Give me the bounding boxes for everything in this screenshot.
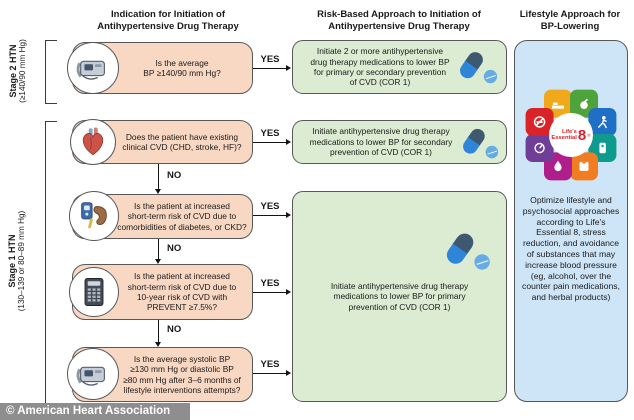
pill-icon bbox=[443, 230, 494, 274]
yes-arrow bbox=[253, 369, 291, 376]
physical-activity-icon bbox=[588, 107, 617, 136]
glucose-meter-kidney-icon bbox=[69, 191, 119, 241]
lifes-essential-8-wheel-icon: Life's Essential 8 ® bbox=[523, 87, 619, 183]
wheel-center: Life's Essential 8 ® bbox=[549, 113, 593, 157]
pill-icon bbox=[457, 49, 501, 87]
yes-label: YES bbox=[260, 128, 280, 139]
outcome-text: Initiate antihypertensive drug therapy m… bbox=[309, 126, 453, 158]
bp-monitor-icon bbox=[67, 348, 119, 400]
column-header-indication: Indication for Initiation of Antihyperte… bbox=[97, 9, 239, 32]
wheel-center-label: Life's Essential bbox=[551, 128, 577, 141]
lifestyle-text: Optimize lifestyle and psychosocial appr… bbox=[522, 195, 620, 303]
no-arrow bbox=[154, 164, 161, 194]
no-label: NO bbox=[167, 243, 182, 254]
no-arrow bbox=[154, 320, 161, 347]
question-text: Is the patient at increased short-term r… bbox=[117, 200, 247, 232]
question-text: Is the average systolic BP ≥130 mm Hg or… bbox=[123, 353, 241, 395]
column-header-lifestyle: Lifestyle Approach for BP-Lowering bbox=[519, 9, 621, 32]
calculator-icon bbox=[69, 267, 119, 317]
no-smoking-icon bbox=[525, 107, 554, 136]
yes-label: YES bbox=[260, 359, 280, 370]
no-arrow bbox=[154, 239, 161, 264]
yes-arrow bbox=[253, 64, 291, 71]
blood-pressure-gauge-icon bbox=[525, 134, 554, 163]
pill-icon bbox=[460, 126, 502, 162]
question-text: Is the average BP ≥140/90 mm Hg? bbox=[143, 57, 221, 78]
copyright-bar: © American Heart Association bbox=[0, 403, 190, 420]
heart-icon bbox=[70, 119, 116, 165]
question-text: Does the patient have existing clinical … bbox=[122, 131, 242, 152]
no-label: NO bbox=[167, 170, 182, 181]
no-label: NO bbox=[167, 324, 182, 335]
yes-arrow bbox=[253, 138, 291, 145]
stage1-bracket bbox=[45, 121, 57, 404]
wheel-center-number: 8 bbox=[577, 126, 587, 144]
stage1-label: Stage 1 HTN (130–139 or 80–89 mm Hg) bbox=[7, 111, 33, 411]
outcome-text: Initiate antihypertensive drug therapy m… bbox=[330, 280, 469, 312]
outcome-box-stage2: Initiate 2 or more antihypertensive drug… bbox=[292, 40, 507, 94]
lifestyle-box: Life's Essential 8 ® Optimize lifestyle … bbox=[514, 40, 628, 402]
outcome-box-secondary-prevention: Initiate antihypertensive drug therapy m… bbox=[292, 120, 507, 164]
question-text: Is the patient at increased short-term r… bbox=[127, 271, 237, 313]
stage2-bracket bbox=[45, 40, 57, 104]
yes-label: YES bbox=[260, 54, 280, 65]
question-box-existing-cvd: Does the patient have existing clinical … bbox=[72, 120, 253, 164]
column-header-risk-based: Risk-Based Approach to Initiation of Ant… bbox=[317, 9, 481, 32]
yes-label: YES bbox=[260, 201, 280, 212]
yes-arrow bbox=[253, 288, 291, 295]
outcome-box-primary-prevention: Initiate antihypertensive drug therapy m… bbox=[292, 191, 507, 402]
registered-mark: ® bbox=[587, 132, 591, 138]
weight-scale-icon bbox=[570, 152, 599, 181]
stage1-range: (130–139 or 80–89 mm Hg) bbox=[17, 210, 26, 312]
stage1-title: Stage 1 HTN bbox=[7, 234, 17, 288]
yes-label: YES bbox=[260, 278, 280, 289]
outcome-text: Initiate 2 or more antihypertensive drug… bbox=[310, 46, 450, 88]
bp-monitor-icon bbox=[67, 42, 119, 94]
yes-arrow bbox=[253, 211, 291, 218]
